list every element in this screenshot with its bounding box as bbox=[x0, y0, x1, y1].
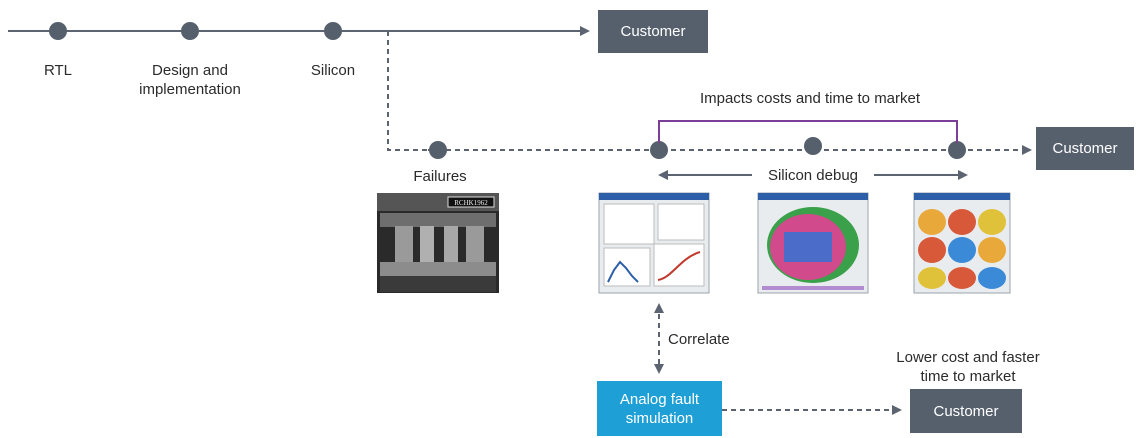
lower-cost-label: Lower cost and faster time to market bbox=[896, 349, 1040, 385]
stage-label-silicon: Silicon bbox=[310, 62, 356, 79]
impacts-label: Impacts costs and time to market bbox=[699, 90, 921, 107]
debug-screenshot-charts bbox=[598, 192, 710, 294]
correlate-label: Correlate bbox=[668, 331, 730, 348]
debug-node-failures bbox=[429, 141, 447, 159]
customer-box-bottom: Customer bbox=[910, 389, 1022, 433]
timeline-node-rtl bbox=[49, 22, 67, 40]
timeline-node-design bbox=[181, 22, 199, 40]
sem-caption: RCHK1962 bbox=[454, 199, 488, 207]
debug-node-1 bbox=[650, 141, 668, 159]
stage-label-design: Design and implementation bbox=[139, 62, 241, 98]
customer-box-right: Customer bbox=[1036, 127, 1134, 170]
impact-bracket bbox=[658, 120, 958, 143]
analog-fault-simulation-box: Analog fault simulation bbox=[597, 381, 722, 436]
debug-node-2 bbox=[804, 137, 822, 155]
customer-box-top: Customer bbox=[598, 10, 708, 53]
timeline-node-silicon bbox=[324, 22, 342, 40]
silicon-debug-label: Silicon debug bbox=[767, 167, 859, 184]
failures-sem-image: RCHK1962 bbox=[377, 193, 499, 293]
debug-node-3 bbox=[948, 141, 966, 159]
silicon-branch-line bbox=[387, 31, 428, 151]
debug-screenshot-wafer-grid bbox=[913, 192, 1011, 294]
failures-label: Failures bbox=[413, 168, 467, 185]
stage-label-rtl: RTL bbox=[43, 62, 73, 79]
debug-screenshot-wafer-map bbox=[757, 192, 869, 294]
